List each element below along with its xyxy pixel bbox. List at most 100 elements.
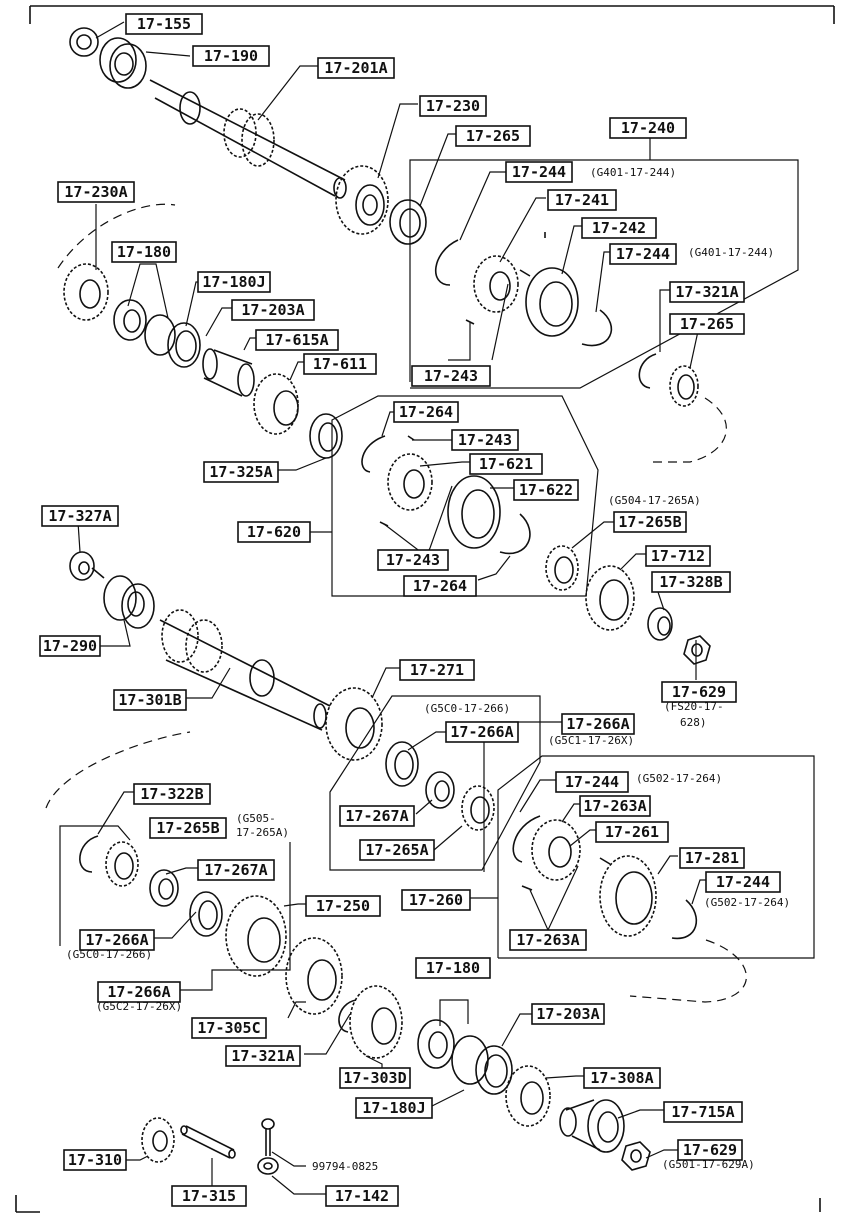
part-label: 17-203A xyxy=(231,299,315,321)
label-box xyxy=(579,795,651,817)
label-text: 17-242 xyxy=(592,219,646,237)
cone-17-267A-mid xyxy=(425,771,455,809)
part-label: 17-712 xyxy=(645,545,711,567)
part-label: 17-621 xyxy=(469,453,543,475)
label-box xyxy=(97,981,181,1003)
label-text: 17-281 xyxy=(685,849,739,867)
label-box xyxy=(171,1185,247,1207)
pin-17-315 xyxy=(180,1125,236,1159)
label-box xyxy=(231,299,315,321)
label-text: 17-203A xyxy=(536,1005,599,1023)
label-text: 17-325A xyxy=(209,463,272,481)
label-box xyxy=(581,217,657,239)
nut-17-629-lower xyxy=(621,1141,651,1171)
label-text: 17-241 xyxy=(555,191,609,209)
label-text: 17-261 xyxy=(605,823,659,841)
label-text: 17-321A xyxy=(675,283,738,301)
label-text: 17-243 xyxy=(458,431,512,449)
label-text: 17-264 xyxy=(413,577,467,595)
part-label: 17-243 xyxy=(451,429,519,451)
label-box xyxy=(663,1101,743,1123)
label-text: 17-180J xyxy=(202,273,265,291)
label-text: 17-142 xyxy=(335,1187,389,1205)
label-box xyxy=(111,241,177,263)
label-text: 17-328B xyxy=(659,573,722,591)
gear-17-308A xyxy=(505,1065,551,1127)
label-text: 17-180 xyxy=(117,243,171,261)
label-text: 17-244 xyxy=(616,245,670,263)
label-box xyxy=(355,1097,433,1119)
label-box xyxy=(203,461,279,483)
label-box xyxy=(561,713,635,735)
label-text: 17-244 xyxy=(716,873,770,891)
note-text: (G502-17-264) xyxy=(704,896,790,909)
label-box xyxy=(63,1149,127,1171)
label-text: 17-265 xyxy=(466,127,520,145)
gear-17-310 xyxy=(141,1117,175,1163)
cone-17-267A-lower xyxy=(149,869,179,907)
label-text: 17-315 xyxy=(182,1187,236,1205)
label-text: 17-180J xyxy=(362,1099,425,1117)
ring-17-266A-lower xyxy=(189,891,223,937)
label-box xyxy=(325,1185,399,1207)
synchro-assembly-17-240 xyxy=(409,159,799,389)
part-label: 17-203A xyxy=(531,1003,605,1025)
part-label: 17-321A xyxy=(669,281,745,303)
ring-17-180J-upper xyxy=(144,314,201,368)
gear-17-305C xyxy=(285,937,343,1015)
bearing-17-180-upper xyxy=(113,299,147,341)
part-notes: (G401-17-244)(G401-17-244)(G504-17-265A)… xyxy=(66,166,790,1173)
label-text: 17-243 xyxy=(424,367,478,385)
label-box xyxy=(505,161,573,183)
label-box xyxy=(583,1067,661,1089)
part-label: 17-265B xyxy=(613,511,687,533)
part-label: 17-250 xyxy=(305,895,381,917)
label-box xyxy=(125,13,203,35)
part-label: 17-260 xyxy=(401,889,471,911)
part-label: 17-322B xyxy=(133,783,211,805)
note-text: (G5C0-17-266) xyxy=(66,948,152,961)
gear-17-303D xyxy=(349,985,403,1059)
label-box xyxy=(509,929,587,951)
label-text: 17-321A xyxy=(231,1047,294,1065)
label-text: 17-621 xyxy=(479,455,533,473)
label-text: 17-611 xyxy=(313,355,367,373)
label-text: 17-265 xyxy=(680,315,734,333)
label-box xyxy=(595,821,669,843)
part-label: 17-264 xyxy=(393,401,459,423)
snap-ring-17-321A-lower xyxy=(338,999,357,1033)
label-text: 17-308A xyxy=(590,1069,653,1087)
label-text: 17-230A xyxy=(64,183,127,201)
label-box xyxy=(192,45,270,67)
label-box xyxy=(399,659,475,681)
part-label: 17-611 xyxy=(303,353,377,375)
label-box xyxy=(339,1067,411,1089)
label-text: 17-266A xyxy=(450,723,513,741)
note-text: (G504-17-265A) xyxy=(608,494,701,507)
part-label: 17-230A xyxy=(57,181,135,203)
label-box xyxy=(419,95,487,117)
label-text: 17-265B xyxy=(156,819,219,837)
part-label: 17-263A xyxy=(579,795,651,817)
part-label: 17-230 xyxy=(419,95,487,117)
label-box xyxy=(403,575,477,597)
label-box xyxy=(469,453,543,475)
label-text: 17-201A xyxy=(324,59,387,77)
label-text: 17-712 xyxy=(651,547,705,565)
part-label: 17-244 xyxy=(555,771,629,793)
label-box xyxy=(197,271,271,293)
sleeve-17-615A xyxy=(202,348,255,397)
gear-17-230A xyxy=(63,263,109,321)
label-text: 17-263A xyxy=(516,931,579,949)
bracket-17-266A xyxy=(329,695,541,871)
label-text: 17-265A xyxy=(365,841,428,859)
label-box xyxy=(531,1003,605,1025)
label-text: 17-244 xyxy=(512,163,566,181)
part-label: 17-310 xyxy=(63,1149,127,1171)
label-box xyxy=(237,521,311,543)
gear-17-250 xyxy=(225,895,287,977)
label-text: 17-301B xyxy=(118,691,181,709)
note-text: 99794-0825 xyxy=(312,1160,378,1173)
synchro-assembly-17-620 xyxy=(331,395,599,597)
part-label: 17-267A xyxy=(197,859,275,881)
